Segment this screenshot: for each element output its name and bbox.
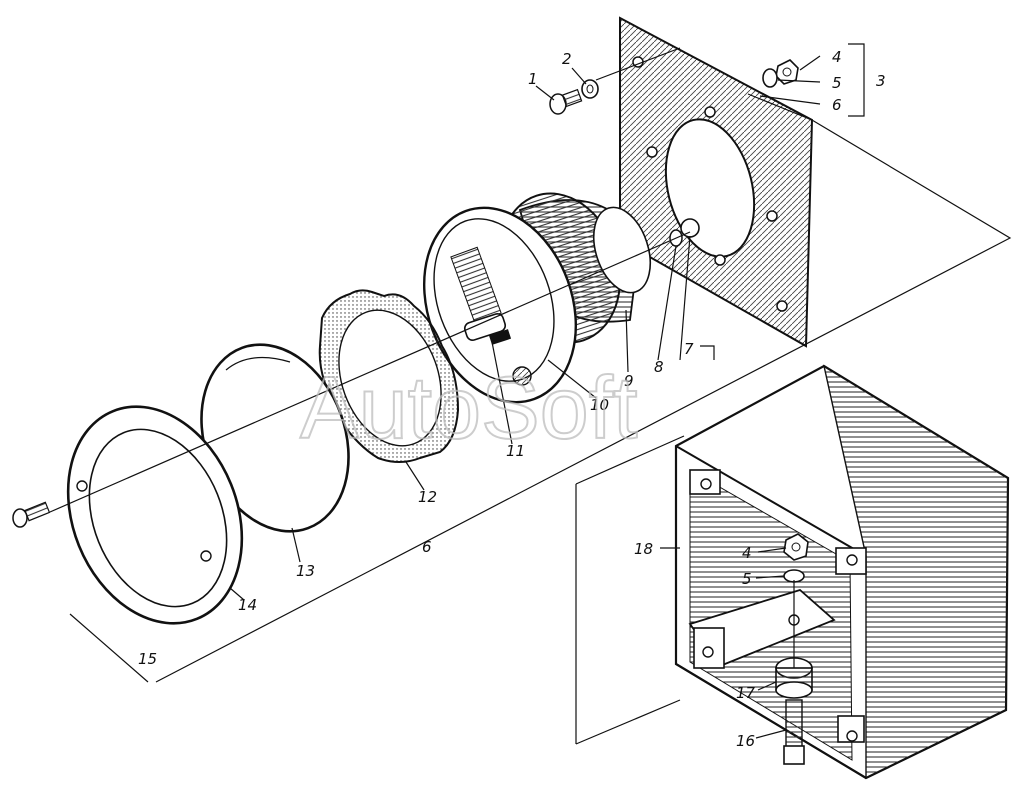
washer-5-upper [762,68,778,88]
washer-2 [581,79,599,99]
nut-4-lower [783,533,809,561]
label-1: 1 [528,70,538,88]
leader-lines [229,43,865,739]
callout-labels: 1 2 3 4 5 6 7 8 9 10 11 12 13 14 15 16 1… [138,48,886,750]
label-16: 16 [736,732,755,750]
label-8: 8 [654,358,664,376]
screw-15 [12,501,51,528]
axis-lines [49,47,1012,745]
label-7: 7 [684,340,694,358]
label-2: 2 [562,50,572,68]
label-4-lower: 4 [742,544,752,562]
label-6-lower: 6 [422,538,432,556]
label-5-lower: 5 [742,570,752,588]
label-4-upper: 4 [832,48,842,66]
label-3: 3 [876,72,886,90]
label-18: 18 [634,540,653,558]
label-17: 17 [736,684,756,702]
label-9: 9 [624,372,634,390]
rim [66,405,244,625]
label-11: 11 [506,442,525,460]
label-15: 15 [138,650,157,668]
watermark: AutoSoft [300,358,638,457]
lamp-holder [463,313,512,345]
gasket [318,289,460,463]
label-13: 13 [296,562,315,580]
screw-1 [549,88,583,115]
label-14: 14 [238,596,257,614]
label-12: 12 [418,488,437,506]
protective-box [674,364,1010,780]
label-6: 6 [832,96,842,114]
housing-cup [422,206,578,404]
bolt-16 [783,580,805,765]
label-5-upper: 5 [832,74,842,92]
label-10: 10 [590,396,609,414]
nut-4-upper [775,59,799,85]
